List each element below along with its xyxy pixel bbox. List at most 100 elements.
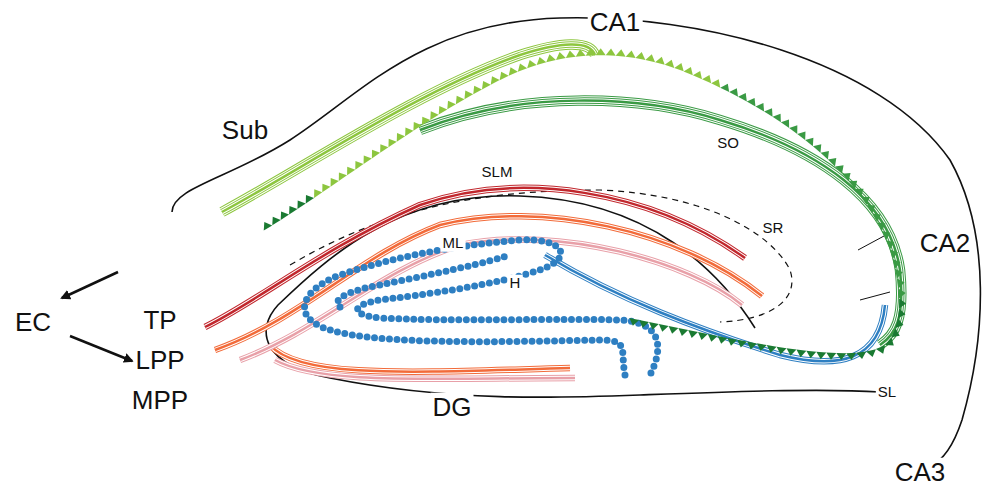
pyramidal-cell [687,330,698,339]
pyramidal-cell [856,351,867,359]
pyramidal-cell [674,61,686,71]
temporoammonic-path [205,188,745,327]
pyramidal-cell [606,48,616,55]
pyramidal-cell [882,228,893,240]
pyramidal-cell [861,193,872,205]
output-arrow [62,272,118,298]
pyramidal-cell [545,53,556,62]
pyramidal-cell [461,88,473,99]
region-label: MPP [130,386,190,415]
pyramidal-cell [555,51,566,60]
pyramidal-cell [294,198,306,209]
pyramidal-cell [497,70,509,81]
pyramidal-cell [665,58,677,68]
pyramidal-cell [764,106,776,117]
pyramidal-cell [893,257,902,268]
pyramidal-cell [335,170,347,181]
border-tick [858,236,884,250]
region-label: CA1 [588,8,643,37]
pyramidal-cell [766,345,777,354]
pyramidal-cell [849,177,861,189]
medial-perforant-path [275,360,575,379]
pyramidal-cell [797,128,809,140]
pyramidal-cell [626,50,637,58]
mossy-fibers [545,255,885,361]
pyramidal-cell [525,58,537,68]
pyramidal-cell [648,322,659,331]
pyramidal-cell [702,73,714,84]
pyramidal-cell [515,62,527,72]
pyramidal-cell [747,95,759,106]
pyramidal-cell [796,350,807,358]
pyramidal-cell [655,55,667,64]
pyramidal-cell [427,109,439,120]
pyramidal-cell [585,48,595,55]
granule-cell-layer [337,255,510,307]
pyramidal-cell [302,192,314,203]
pyramidal-cell [897,278,905,289]
region-label: CA3 [893,458,948,487]
region-label: SLM [480,164,515,181]
pyramidal-cell [327,175,339,186]
pyramidal-cell [776,347,787,355]
pyramidal-cell [368,147,380,158]
region-label: TP [141,306,178,335]
pyramidal-cell [726,338,737,347]
pyramidal-cell [872,210,883,222]
pyramidal-cell [575,49,586,57]
pyramidal-cell [898,308,906,319]
pyramidal-cell [616,49,627,57]
medial-perforant-path [275,360,575,379]
pyramidal-cell [836,353,846,360]
pyramidal-cell [452,93,464,104]
outer-outline [172,18,980,466]
pyramidal-cell [393,130,405,141]
pyramidal-cell [729,86,741,97]
pyramidal-cell [706,334,717,343]
pyramidal-cell [813,141,825,153]
pyramidal-cell [628,318,639,327]
pyramidal-cell [828,155,840,167]
pyramidal-cell [677,328,688,337]
pyramidal-cell [877,219,888,231]
ca3-axons [420,101,901,345]
pyramidal-cell [638,320,649,329]
region-label: LPP [133,346,186,375]
pyramidal-cell [846,353,856,360]
pyramidal-cell [506,65,518,75]
pyramidal-cell [826,353,836,360]
pyramidal-cell [736,340,747,349]
pyramidal-cell [899,298,906,308]
lateral-perforant-path [270,345,570,372]
pyramidal-cell [835,162,847,174]
pyramidal-cell [376,141,388,152]
pyramidal-cell [635,51,646,60]
granule-cell-layer [305,240,658,375]
pyramidal-cell [657,324,668,333]
pyramidal-cell [720,81,732,92]
pyramidal-cell [716,336,727,345]
pyramidal-cell [318,181,330,192]
pyramidal-cell [260,219,272,230]
pyramidal-cell [842,169,854,181]
ca3-axons [420,101,901,345]
region-label: CA2 [918,229,973,258]
lateral-perforant-path [270,345,570,372]
pyramidal-cell [891,328,902,340]
pyramidal-cell [816,352,827,360]
ca3-axons [420,101,901,345]
pyramidal-cell [418,114,430,125]
pyramidal-cell [435,103,447,114]
fiber-bundles [205,44,901,378]
pyramidal-cell [756,100,768,111]
pyramidal-cell [645,53,656,62]
border-tick [860,292,890,300]
pyramidal-cell [805,135,817,147]
pyramidal-cell [535,56,547,65]
pyramidal-cell [596,48,606,55]
pyramidal-cell [895,318,904,329]
pyramidal-cell [781,117,793,128]
temporoammonic-path [205,188,745,327]
region-label: SL [876,384,898,401]
